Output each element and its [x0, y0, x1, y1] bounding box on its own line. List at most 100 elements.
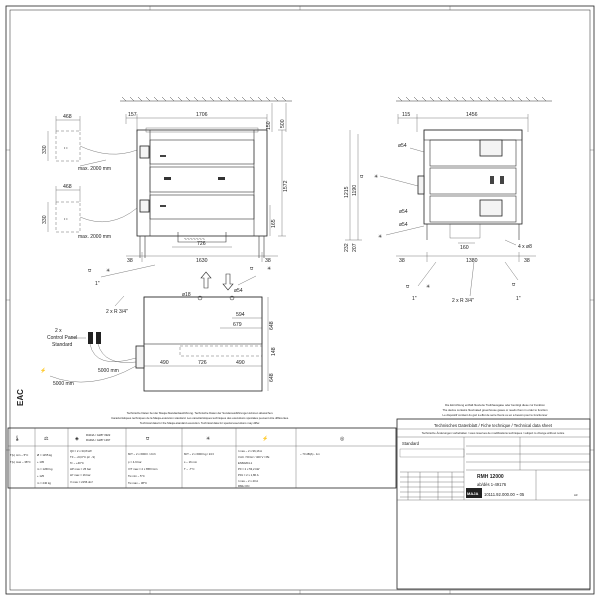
- refrigerant-1: R404A / GWP 3922: [86, 433, 111, 437]
- dim-38-left: 38: [127, 258, 133, 264]
- ice-maker-cabinet-left: [136, 129, 268, 237]
- dim-160: 160: [460, 245, 469, 251]
- spec-t0: T0 ~ -23,0°C (α/ - 9): [70, 455, 95, 459]
- lightning-icon: ⚡: [40, 367, 46, 374]
- notice-block: Technische Daten bei der Mauja-Standarda…: [111, 403, 548, 425]
- side-pipe: [417, 175, 425, 195]
- maja-logo-text: MAJA: [467, 491, 478, 496]
- svg-text:• •: • •: [64, 146, 68, 150]
- cable-length-b: 5000 mm: [53, 381, 74, 387]
- remote-panel-top: [55, 130, 81, 162]
- spec-lp: LP max = 16 bar: [70, 473, 91, 477]
- drawing-number: 10111.92.000.00 ~ 05: [484, 492, 525, 497]
- spec-ice-2: s ~ 16 mm: [184, 460, 198, 464]
- model-sub: ab/dès 1-49176: [477, 482, 507, 487]
- spec-water-3: V/T max = 2 x 858 l/min: [128, 467, 158, 471]
- dim-679: 679: [233, 322, 242, 328]
- dim-726: 726: [197, 241, 206, 247]
- dim-330-bottom: 330: [42, 215, 48, 224]
- notice-de: Technische Daten bei der Mauja-Standarda…: [127, 411, 274, 415]
- dim-490-right: 490: [236, 360, 245, 366]
- spec-noise: ~ 70 dB(A) - 1m: [300, 452, 320, 456]
- panel-label-2: Control Panel: [47, 335, 77, 341]
- plug-a: [88, 332, 93, 344]
- thread-label-left: 2 x R 3/4": [106, 309, 128, 315]
- dim-1572: 1572: [283, 180, 289, 192]
- refrigerant-2: R449A / GWP 1397: [86, 438, 111, 442]
- dim-490-left: 490: [160, 360, 169, 366]
- phi54-b: ø54: [399, 209, 408, 215]
- water-drain-icon: ⩌: [88, 268, 92, 274]
- remote-panel-bottom: [55, 201, 81, 233]
- spec-water-4: Tw min ~ 5°C: [128, 474, 145, 478]
- spec-q0: Q0 = 2 x 33,8 kW: [70, 449, 92, 453]
- warning-de: Die Einrichtung enthält fluorierte Treib…: [445, 403, 545, 407]
- warning-fr: Le dispositif contient du gaz à effet de…: [443, 413, 548, 417]
- spec-water-2: p = 4-6 bar: [128, 460, 142, 464]
- dim-726-top: 726: [198, 360, 207, 366]
- dim-648-b: 648: [269, 373, 275, 382]
- temp-icon: 🌡: [14, 435, 20, 442]
- subtitle-text: Technische Änderungen vorbehalten / sous…: [422, 431, 565, 435]
- max-length-top: max. 2000 mm: [78, 166, 111, 172]
- title-block: Technisches Datenblatt / Fiche technique…: [396, 418, 591, 590]
- warning-en: The device contains fluorinated greenhou…: [442, 408, 548, 412]
- dim-38-side-left: 38: [399, 258, 405, 264]
- spec-tmin: T(L) min ~ 5°C: [10, 453, 28, 457]
- panel-display-b: [218, 177, 225, 180]
- inlet-left-side: 1": [412, 296, 417, 302]
- dim-207: 207: [352, 243, 358, 252]
- panel-display-a: [164, 177, 171, 180]
- water-icon: ⩌: [146, 436, 150, 442]
- spec-water-1: M/T ~ 2 x 6000 l / 24 h: [128, 452, 156, 456]
- notice-fr: Caractéristiques techniques de la Mauja-…: [111, 416, 289, 420]
- spec-weight-4: + 125: [37, 474, 45, 478]
- module-lower: [149, 194, 255, 220]
- module-middle: [149, 166, 255, 193]
- weight-icon: ⚖: [44, 436, 49, 442]
- dim-1380: 1380: [466, 258, 478, 264]
- standard-label: Standard: [402, 441, 420, 446]
- spec-elec-2: 3 AC / 50 Hz / 400 V / PE: [238, 455, 270, 459]
- spec-elec-3: EN60204-1: [238, 461, 253, 465]
- panel-label-3: Standard: [52, 342, 73, 348]
- spec-ice-3: T ~ -7°C: [184, 467, 194, 471]
- phi54-label: ø54: [234, 288, 243, 294]
- dim-1630: 1630: [196, 258, 208, 264]
- dim-1190: 1190: [352, 185, 358, 196]
- dim-594: 594: [236, 312, 245, 318]
- spec-elec-4: P0 = 2 x 53,2 kW: [238, 467, 260, 471]
- dim-330-top: 330: [42, 145, 48, 154]
- sheet-border: [5, 5, 595, 595]
- max-length-bottom: max. 2000 mm: [78, 234, 111, 240]
- svg-text:∿∿∿∿∿∿∿: ∿∿∿∿∿∿∿: [184, 237, 205, 241]
- side-cabinet: [423, 129, 523, 225]
- spec-tmax: T(L) max ~ 38°C: [10, 460, 31, 464]
- inlet-mark-left: 1": [95, 281, 100, 287]
- dim-148: 148: [271, 347, 277, 356]
- spec-elec-1: I max ~ 2 x 96,16 A: [238, 449, 262, 453]
- control-box: [135, 345, 145, 369]
- bin-outline: [177, 232, 227, 243]
- phi54-c: ø54: [399, 222, 408, 228]
- maja-logo: [466, 488, 482, 498]
- sheet-inner-border: [9, 9, 591, 591]
- ice-icon: ✳: [206, 436, 210, 442]
- side-view-right: 115 1456 1215 1190 232 207 ø54 ø54 ø54 ⩌…: [344, 96, 552, 304]
- spec-hp: HP max = 25 bar: [70, 467, 91, 471]
- dim-468-top: 468: [63, 114, 72, 120]
- spec-tc: Tc ~ +40°C: [70, 461, 84, 465]
- cable-bottom: [79, 207, 138, 222]
- spec-table: 🌡 ⚖ ◈ R404A / GWP 3922 R449A / GWP 1397 …: [7, 427, 397, 489]
- arrow-up: [200, 271, 212, 289]
- svg-text:• •: • •: [64, 217, 68, 221]
- dim-1215: 1215: [344, 186, 350, 198]
- snowflake-icon-right: ✳: [267, 266, 271, 272]
- spec-weight-2: + 105: [37, 460, 45, 464]
- spec-water-5: Tw max ~ 38°C: [128, 481, 147, 485]
- snowflake-icon-side-b: ✳: [378, 234, 382, 240]
- faucet-icon-side: ⩌: [406, 284, 410, 290]
- eac-mark: EAC: [16, 389, 25, 406]
- dim-1456: 1456: [466, 112, 478, 118]
- border-ticks: [6, 6, 594, 594]
